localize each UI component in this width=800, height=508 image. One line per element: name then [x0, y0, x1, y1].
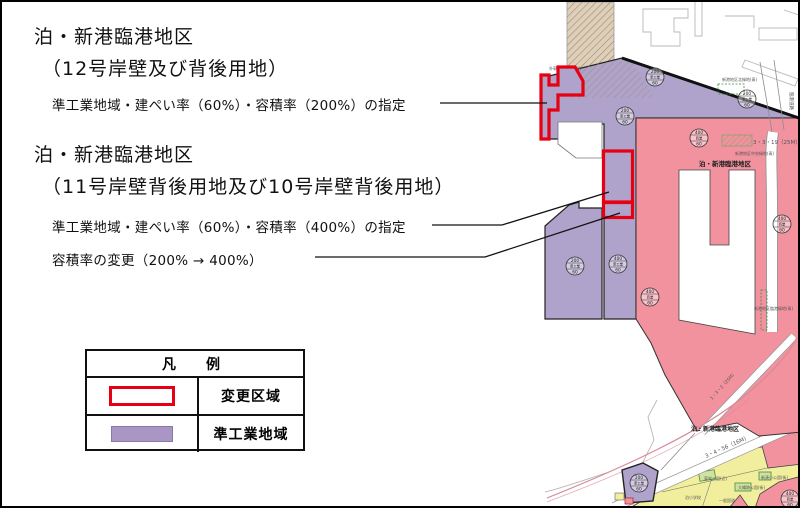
- annotation1-note: 準工業地域・建ぺい率（60%）・容積率（200%）の指定: [52, 98, 406, 114]
- svg-text:60: 60: [652, 81, 658, 87]
- svg-text:60: 60: [696, 142, 702, 148]
- map-small-annotation: 新港地区北緑地(青): [722, 76, 758, 82]
- legend-row-change-area: 変更区域: [87, 378, 303, 414]
- svg-text:60: 60: [615, 268, 621, 274]
- svg-text:60: 60: [622, 120, 628, 126]
- svg-text:200: 200: [571, 258, 579, 264]
- change-area-swatch: [109, 386, 175, 406]
- legend-title: 凡 例: [87, 351, 303, 378]
- quasi-industrial-swatch: [111, 426, 173, 442]
- svg-text:60: 60: [744, 103, 750, 109]
- map-small-annotation: 新湊小公園(街): [761, 474, 789, 480]
- svg-text:200: 200: [635, 475, 643, 481]
- leader-lines: [315, 102, 621, 258]
- svg-text:60: 60: [647, 301, 653, 307]
- svg-text:400: 400: [695, 130, 703, 136]
- map-small-annotation: 泊小学校: [685, 494, 701, 500]
- svg-text:準工業: 準工業: [613, 262, 624, 267]
- district-label-south: 泊・新港臨港地区: [691, 425, 739, 433]
- annotation2-note2: 容積率の変更（200% → 400%）: [52, 253, 263, 269]
- district-label-north: 泊・新港臨港地区: [699, 159, 752, 168]
- change-area-outlines: [539, 65, 635, 220]
- svg-text:60: 60: [636, 487, 642, 493]
- annotation2-subtitle: （11号岸壁背後用地及び10号岸壁背後用地）: [42, 176, 455, 198]
- svg-text:商業: 商業: [696, 136, 703, 141]
- svg-text:商業: 商業: [779, 222, 786, 227]
- svg-text:200: 200: [651, 69, 659, 75]
- zoning-symbols: 200準工業60200準工業60200準工業60200準工業60400準工業60…: [565, 67, 798, 508]
- annotation2-note1: 準工業地域・建ぺい率（60%）・容積率（400%）の指定: [52, 220, 406, 236]
- road-label-3-3-19: 3・3・19（25M）: [753, 139, 800, 146]
- map-small-annotation: 新港地区臨港緑地(青): [754, 305, 794, 311]
- svg-text:準工業: 準工業: [620, 114, 631, 119]
- change-area-berth10: [601, 200, 635, 220]
- leader-line-block3: [315, 212, 621, 258]
- wharf-cutouts: [557, 121, 756, 335]
- map-small-annotation: 新港地区中央緑地(青): [735, 150, 775, 156]
- svg-text:60: 60: [572, 270, 578, 276]
- svg-text:商業: 商業: [647, 295, 654, 300]
- svg-text:準工業: 準工業: [634, 481, 645, 486]
- leader-line-block2: [432, 191, 610, 226]
- greenery-marks: [717, 83, 768, 331]
- port-structure-outlines: [544, 2, 798, 493]
- legend-box: 凡 例 変更区域 準工業地域: [85, 349, 305, 452]
- svg-text:商業: 商業: [787, 497, 794, 502]
- svg-text:200: 200: [621, 108, 629, 114]
- svg-text:400: 400: [778, 216, 786, 222]
- svg-text:準工業: 準工業: [650, 75, 661, 80]
- hatch-over-purple: [569, 61, 654, 98]
- annotation1-title: 泊・新港臨港地区: [34, 26, 195, 48]
- annotation2-title: 泊・新港臨港地区: [34, 144, 195, 166]
- road-centerlines: [546, 336, 798, 503]
- svg-text:400: 400: [786, 491, 794, 497]
- road-label-rinko: 臨港道路: [788, 92, 795, 110]
- svg-text:準工業: 準工業: [570, 264, 581, 269]
- map-small-annotation: 一般国道: [719, 497, 735, 503]
- annotation1-subtitle: （12号岸壁及び背後用地）: [42, 58, 289, 80]
- shoreline-edge: [621, 56, 798, 120]
- svg-text:400: 400: [646, 289, 654, 295]
- svg-text:60: 60: [787, 503, 793, 508]
- legend-label-change-area: 変更区域: [221, 389, 281, 405]
- map-small-annotation: 大縄跡公園(街): [738, 484, 766, 490]
- svg-text:400: 400: [614, 256, 622, 262]
- port-road-vertical: [759, 59, 785, 332]
- svg-text:60: 60: [779, 228, 785, 234]
- change-area-berth12: [539, 65, 585, 141]
- svg-text:200: 200: [743, 91, 751, 97]
- legend-label-quasi-industrial: 準工業地域: [213, 427, 289, 443]
- quasi-industrial-south-parcel: [614, 432, 696, 505]
- map-small-annotation: 東栄公園(近): [704, 475, 728, 481]
- svg-text:準工業: 準工業: [742, 97, 753, 102]
- legend-row-quasi-industrial: 準工業地域: [87, 414, 303, 452]
